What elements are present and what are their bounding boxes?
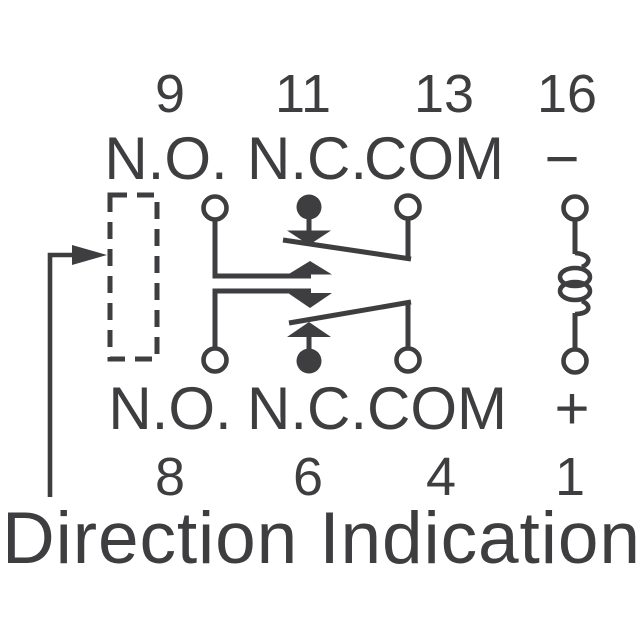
pin-8-label: N.O.: [108, 375, 232, 442]
pin-9-number: 9: [154, 64, 186, 124]
coil-symbol: [557, 194, 593, 375]
closed-contact-dot-pin11: [296, 194, 322, 220]
pin-4-number: 4: [425, 447, 457, 507]
pin-8-number: 8: [154, 447, 186, 507]
coil-icon: [574, 250, 591, 270]
motion-arrow-up-icon: [287, 322, 331, 337]
pin-4-label: COM: [367, 375, 507, 442]
terminal-circle-pin8: [201, 346, 229, 374]
coil-icon: [574, 298, 591, 317]
pin-6-number: 6: [292, 447, 324, 507]
pin-1-label: +: [554, 375, 590, 442]
top-pole-contacts: [201, 193, 422, 279]
terminal-circle-pin9: [201, 194, 229, 222]
direction-arrow: [47, 245, 107, 497]
pin-13-label: COM: [364, 125, 504, 192]
closed-contact-dot-pin6: [296, 348, 322, 374]
pin-11-number: 11: [274, 64, 332, 124]
pin-9-label: N.O.: [104, 125, 228, 192]
bottom-pole-contacts: [201, 288, 422, 374]
terminal-circle-pin16: [561, 194, 589, 222]
motion-arrow-up-icon: [288, 261, 332, 275]
dashed-indicator-box: [107, 192, 160, 362]
coil-icon: [557, 279, 593, 303]
direction-indication-caption: Direction Indication: [2, 498, 640, 579]
terminal-circle-pin13: [394, 193, 422, 221]
armature-link-bottom: [212, 288, 311, 349]
motion-arrow-down-icon: [287, 230, 331, 245]
right-arrow-icon: [72, 245, 107, 265]
pin-16-number: 16: [536, 64, 598, 124]
pin-16-label: −: [544, 125, 580, 192]
pin-11-label: N.C.: [247, 125, 367, 192]
terminal-circle-pin1: [561, 347, 589, 375]
pin-6-label: N.C.: [247, 375, 367, 442]
coil-icon: [557, 265, 593, 289]
pin-13-number: 13: [413, 64, 475, 124]
armature-link-top: [212, 219, 311, 279]
moving-blade-bottom: [288, 299, 412, 326]
terminal-circle-pin4: [394, 346, 422, 374]
moving-blade-top: [282, 237, 412, 262]
pin-1-number: 1: [554, 447, 586, 507]
motion-arrow-down-icon: [288, 293, 332, 308]
